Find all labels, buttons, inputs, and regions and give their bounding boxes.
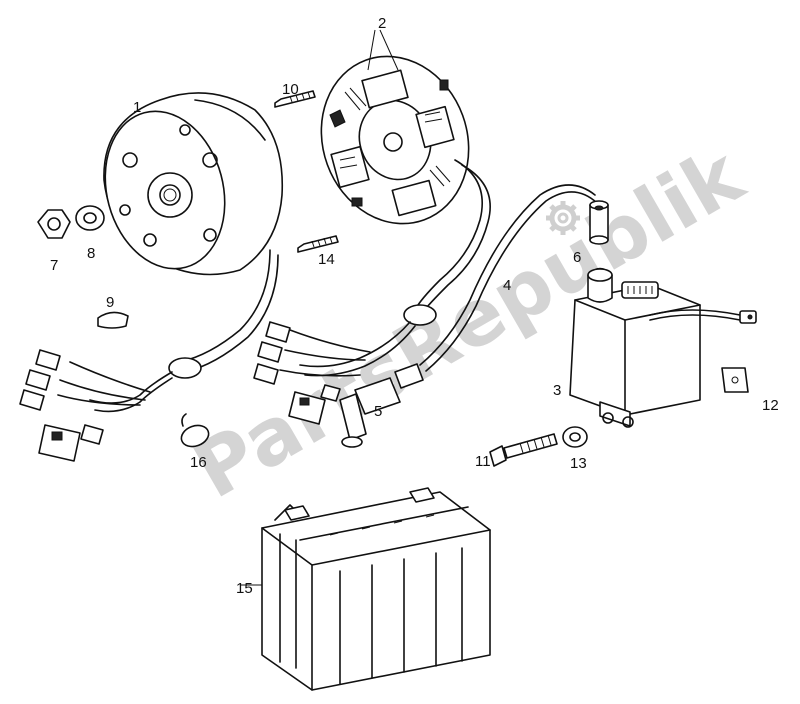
label-3: 3 (553, 382, 561, 399)
leader-lines (240, 29, 399, 586)
part-labels: 1 2 3 4 5 6 7 8 9 10 11 12 13 14 15 16 (50, 15, 779, 597)
plug-connector (38, 424, 104, 462)
label-10: 10 (282, 81, 299, 98)
label-1: 1 (133, 99, 141, 116)
cdi-unit (569, 267, 757, 428)
screw-14 (297, 235, 339, 253)
label-11: 11 (475, 453, 491, 470)
label-8: 8 (87, 245, 95, 262)
stator-wiring-harness (253, 159, 491, 425)
label-15: 15 (236, 580, 253, 597)
rotor-wiring-harness (19, 249, 279, 462)
connector-a (19, 349, 61, 411)
washer-13 (562, 426, 588, 448)
washer-8 (75, 205, 105, 231)
nut (37, 209, 71, 239)
ht-lead (419, 184, 598, 372)
label-9: 9 (106, 294, 114, 311)
watermark-gear-icon (546, 201, 580, 235)
connector-b (253, 321, 291, 385)
clip (721, 367, 749, 393)
bolt-11 (489, 433, 558, 467)
flywheel-rotor (103, 92, 284, 276)
label-12: 12 (762, 397, 779, 414)
label-13: 13 (570, 455, 587, 472)
label-2: 2 (378, 15, 386, 32)
cable-clamp (180, 413, 210, 448)
woodruff-key (97, 311, 129, 329)
label-16: 16 (190, 454, 207, 471)
plug-connector-b (288, 384, 341, 425)
cable-cap (589, 200, 609, 245)
battery (261, 487, 491, 691)
label-6: 6 (573, 249, 581, 266)
spark-plug-cap (339, 363, 424, 448)
label-14: 14 (318, 251, 335, 268)
label-7: 7 (50, 257, 58, 274)
stator (320, 55, 470, 225)
label-4: 4 (503, 277, 511, 294)
screw-10 (274, 90, 316, 108)
label-5: 5 (374, 403, 382, 420)
